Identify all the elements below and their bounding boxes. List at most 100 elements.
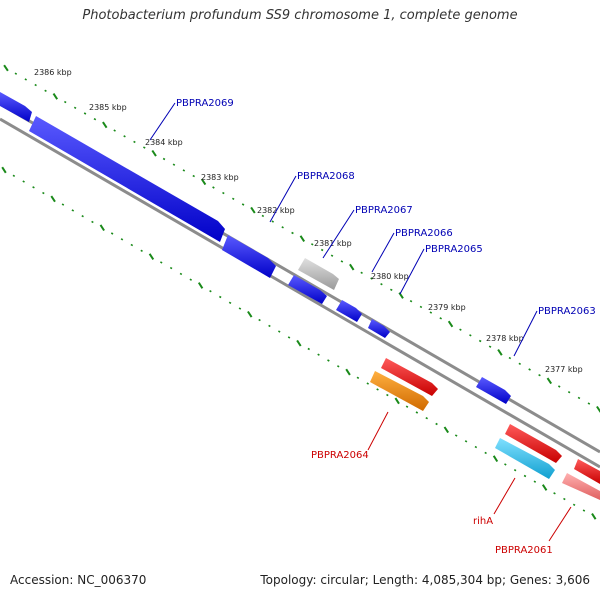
gene-labels: PBPRA2069 PBPRA2068 PBPRA2067 PBPRA2066 … [176, 98, 596, 556]
tick-mark [405, 405, 409, 408]
tick-mark [238, 307, 242, 310]
tick-mark [228, 301, 232, 304]
tick-mark [218, 295, 222, 299]
tick-mark [61, 203, 65, 206]
gene-label[interactable]: rihA [473, 516, 493, 527]
tick-mark [50, 195, 56, 203]
tick-mark [541, 484, 548, 491]
tick-mark [327, 359, 330, 362]
tick-mark [12, 174, 16, 177]
tick-mark [140, 249, 143, 252]
tick-mark [528, 368, 531, 371]
tick-mark [151, 149, 157, 157]
tick-mark [277, 330, 281, 333]
tick-mark [370, 277, 373, 280]
tick-mark [32, 186, 35, 189]
gene-label[interactable]: PBPRA2066 [395, 228, 453, 239]
tick-mark [172, 163, 176, 166]
gene-arrow[interactable] [505, 424, 562, 463]
tick-mark [291, 231, 294, 235]
tick-mark [271, 220, 275, 223]
tick-mark [577, 396, 581, 400]
tick-mark [447, 320, 454, 328]
tick-mark [241, 203, 245, 206]
forward-strand-genes [0, 92, 511, 404]
lower-tick-ring [1, 166, 597, 520]
tick-mark [582, 509, 586, 512]
tick-mark [572, 503, 576, 506]
tick-mark [380, 283, 383, 286]
tick-mark [110, 232, 114, 235]
gene-arrow-pbpra2069[interactable] [29, 116, 225, 242]
tick-mark [563, 497, 566, 501]
tick-mark [133, 140, 136, 144]
tick-mark [459, 328, 462, 331]
tick-mark [81, 215, 84, 218]
tick-mark [296, 339, 302, 347]
tick-mark [268, 324, 271, 328]
tick-mark [497, 349, 503, 356]
tick-mark [261, 214, 265, 218]
gene-arrow-pbpra2063[interactable] [476, 377, 511, 404]
tick-mark [553, 492, 556, 495]
tick-mark [159, 261, 163, 264]
tick-mark [14, 72, 18, 75]
kbp-label: 2385 kbp [89, 103, 127, 112]
accession-text: Accession: NC_006370 [10, 573, 147, 587]
tick-mark [1, 166, 7, 174]
gene-arrow[interactable] [574, 459, 600, 484]
tick-mark [376, 388, 379, 391]
tick-mark [538, 374, 541, 377]
tick-mark [429, 311, 433, 314]
tick-mark [492, 455, 499, 463]
tick-mark [307, 347, 311, 351]
gene-label[interactable]: PBPRA2068 [297, 171, 355, 182]
tick-mark [123, 135, 126, 138]
tick-mark [91, 220, 94, 224]
gene-arrow-pbpra2064[interactable] [370, 371, 429, 411]
tick-mark [250, 206, 256, 214]
gene-label[interactable]: PBPRA2064 [311, 450, 369, 461]
tick-mark [44, 89, 47, 92]
tick-mark [83, 112, 87, 115]
kbp-label: 2386 kbp [34, 68, 72, 77]
tick-mark [469, 334, 472, 337]
tick-mark [120, 238, 124, 241]
tick-mark [200, 178, 207, 186]
tick-mark [330, 254, 334, 257]
tick-mark [310, 243, 314, 246]
tick-mark [518, 362, 522, 365]
tick-mark [567, 391, 571, 394]
gene-label[interactable]: PBPRA2065 [425, 244, 483, 255]
tick-mark [317, 353, 320, 356]
tick-mark [99, 224, 105, 232]
gene-label[interactable]: PBPRA2069 [176, 98, 234, 109]
kbp-labels: 2386 kbp 2385 kbp 2384 kbp 2383 kbp 2382… [34, 68, 583, 374]
gene-arrow-riha[interactable] [495, 438, 555, 479]
tick-mark [419, 305, 423, 309]
tick-mark [523, 474, 527, 478]
gene-arrow[interactable] [381, 358, 438, 396]
gene-arrow-pbpra2066[interactable] [288, 275, 327, 304]
tick-mark [443, 426, 450, 434]
tick-mark [73, 106, 77, 109]
tick-mark [390, 288, 393, 291]
reverse-strand-genes [370, 358, 600, 500]
gene-arrow[interactable] [368, 319, 390, 338]
tick-mark [24, 78, 28, 81]
gene-arrow-pbpra2067[interactable] [298, 258, 339, 290]
gene-arrow-pbpra2068[interactable] [222, 235, 276, 278]
tick-mark [513, 469, 517, 472]
tick-mark [478, 339, 482, 343]
gene-label[interactable]: PBPRA2063 [538, 306, 596, 317]
tick-mark [93, 118, 97, 121]
tick-mark [22, 180, 25, 183]
gene-arrow-pbpra2065[interactable] [336, 300, 362, 322]
gene-arrow-pbpra2061[interactable] [562, 473, 600, 500]
gene-label[interactable]: PBPRA2061 [495, 545, 553, 556]
gene-arrow[interactable] [0, 92, 32, 122]
tick-mark [113, 129, 116, 132]
tick-mark [409, 300, 413, 303]
tick-mark [425, 417, 428, 420]
gene-label[interactable]: PBPRA2067 [355, 205, 413, 216]
